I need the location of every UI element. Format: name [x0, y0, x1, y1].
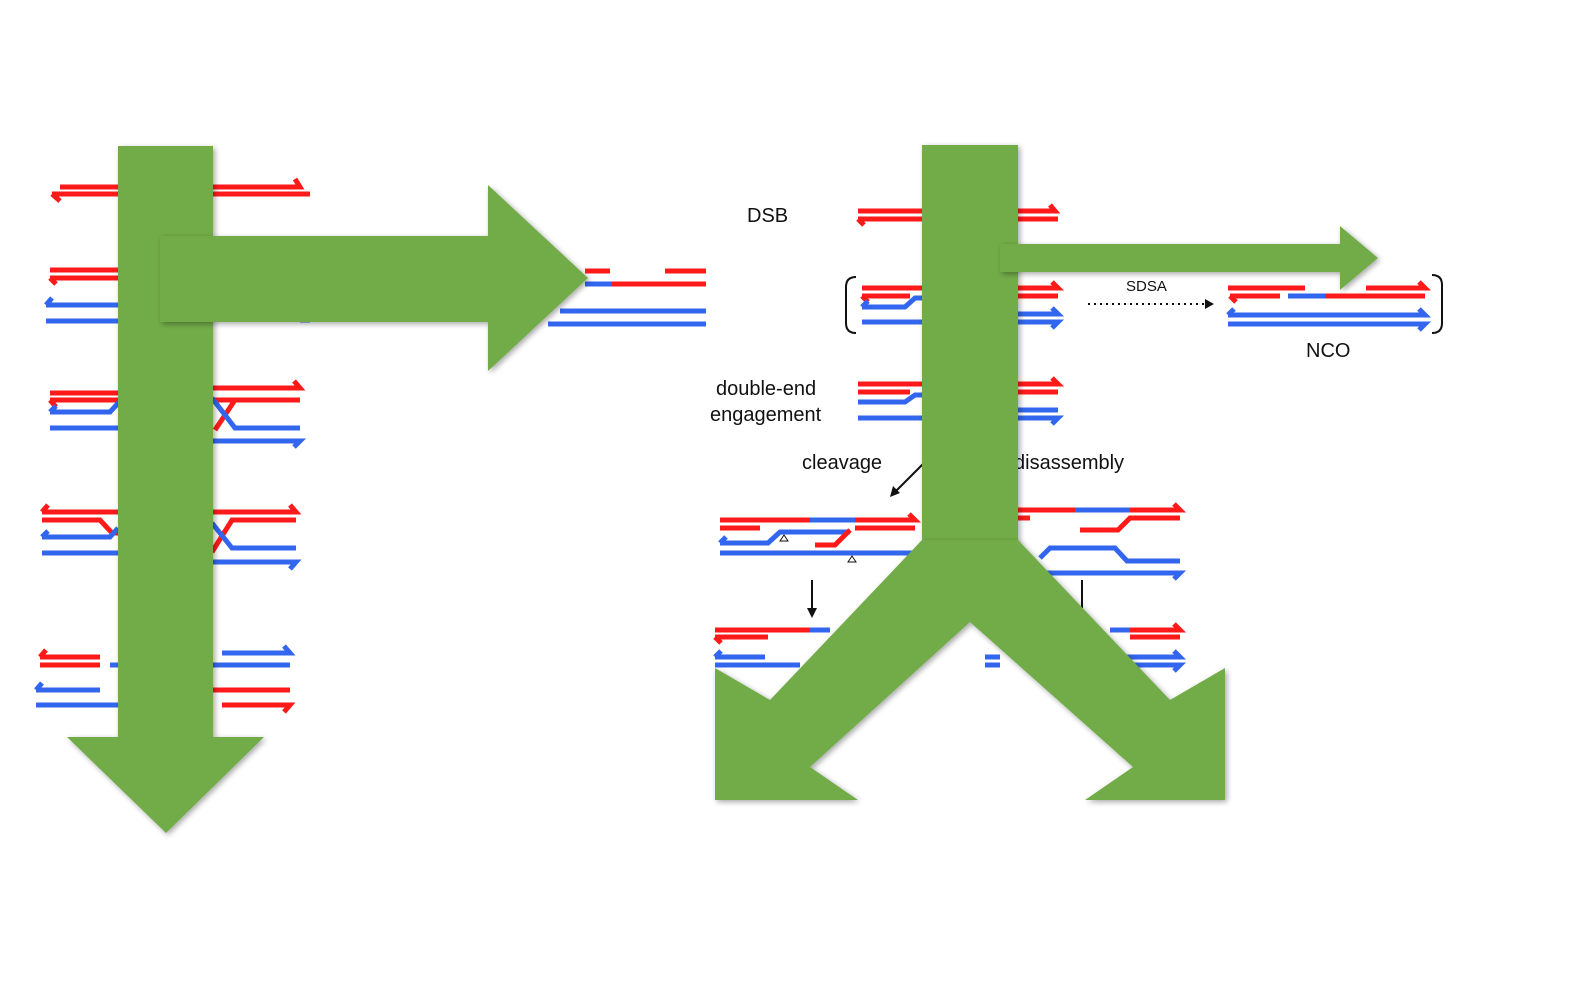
right-dsb-strands [856, 203, 1061, 227]
down-arrowhead-left [807, 608, 817, 618]
left-bracket [845, 276, 857, 334]
left-invasion-strands [44, 267, 706, 327]
disassembly-label: disassembly [1014, 452, 1124, 474]
double-end-strands [858, 376, 1065, 426]
right-panel: DSB SDSA [710, 203, 1443, 673]
dsb-label: DSB [747, 205, 788, 227]
right-y-split-arrows [715, 540, 1225, 800]
right-stem [922, 145, 1018, 560]
left-right-branch-arrow [160, 185, 588, 371]
right-invasion-strands [860, 280, 1065, 330]
right-sdsa-branch-arrow [1000, 226, 1378, 290]
cleavage-arrowhead [890, 486, 900, 497]
cleavage-arrow [894, 461, 926, 493]
disassembly-intermediate-strands [1018, 502, 1187, 581]
nco-strands [1226, 280, 1432, 332]
left-dhj-strands [48, 379, 307, 449]
nco-label: NCO [1306, 340, 1350, 362]
cleavage-label: cleavage [802, 452, 882, 474]
left-down-arrow [67, 146, 264, 833]
cleavage-site-marker-2 [847, 555, 857, 563]
cleavage-intermediate-strands [718, 512, 922, 563]
cleavage-site-marker-1 [779, 534, 789, 542]
sdsa-arrowhead [1205, 299, 1214, 309]
crossover-product-left-strands [713, 627, 830, 668]
sdsa-label: SDSA [1126, 278, 1167, 295]
double-end-label-line1: double-end [716, 378, 816, 400]
right-bracket [1431, 274, 1443, 334]
green-overlay-arrows [67, 145, 1378, 833]
left-panel [34, 177, 706, 714]
double-end-label-line2: engagement [710, 404, 822, 426]
left-resolution-strands [40, 503, 302, 571]
